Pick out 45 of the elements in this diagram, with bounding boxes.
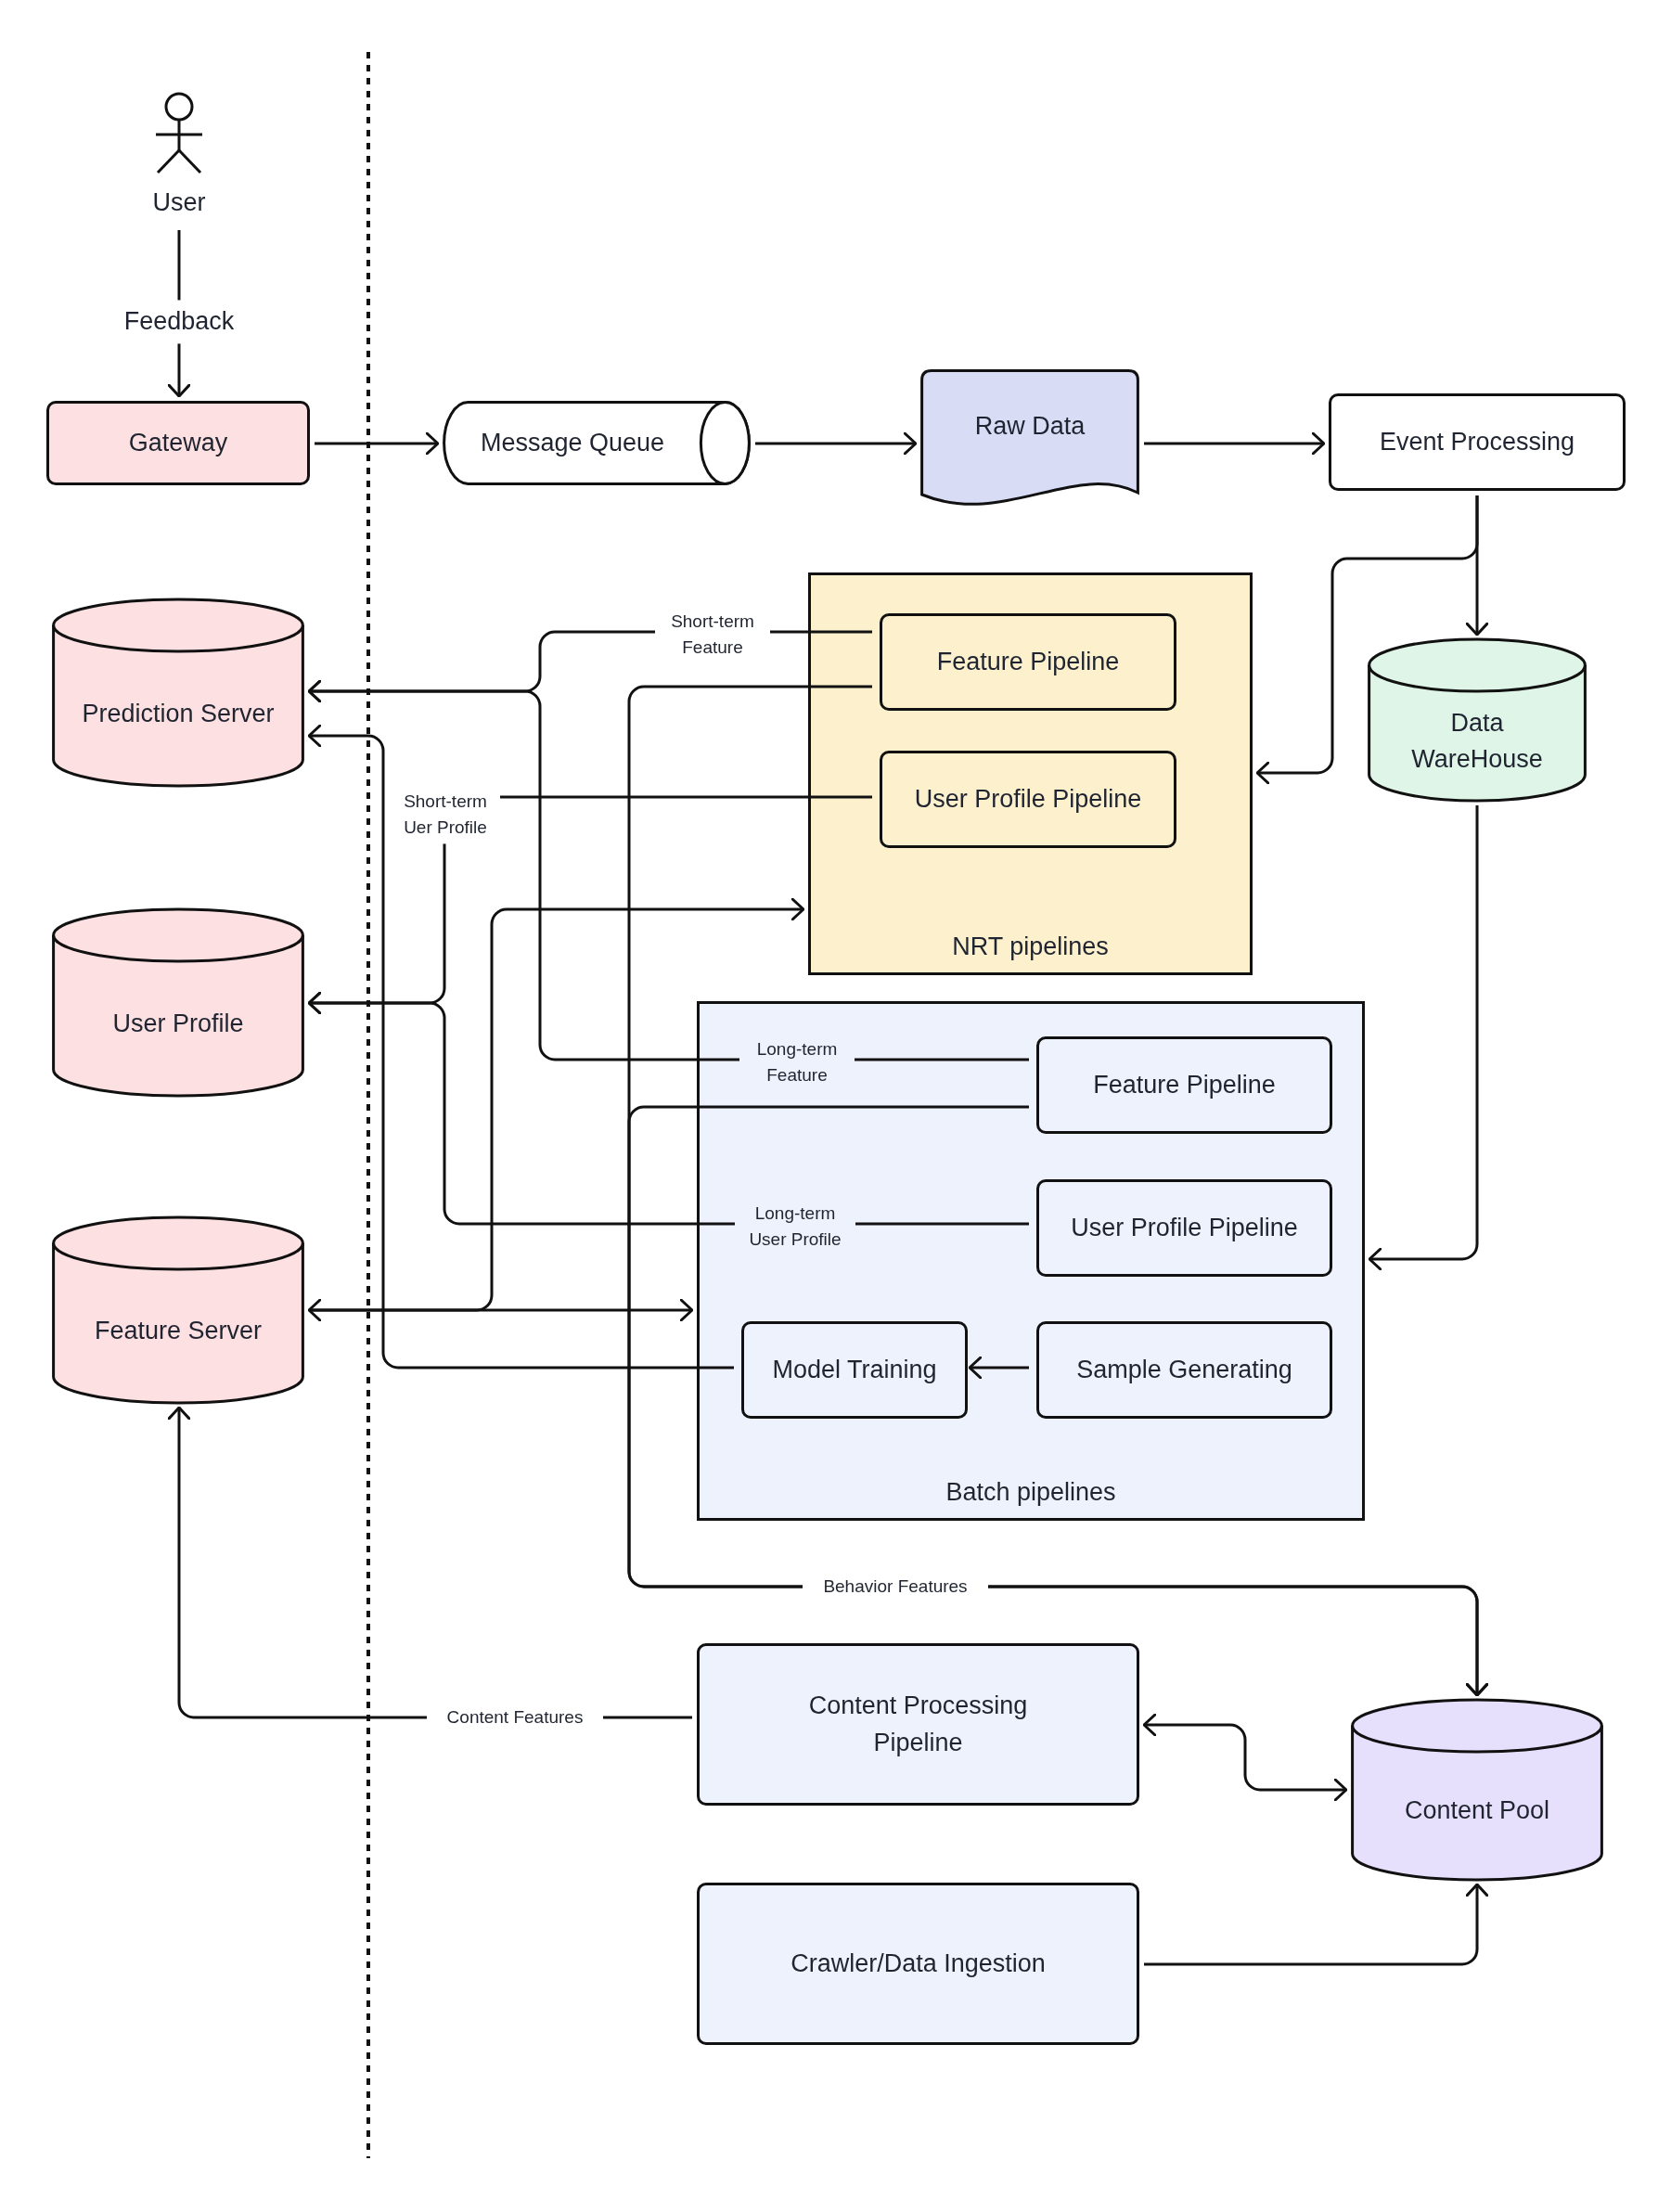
node-label: Sample Generating <box>1076 1354 1292 1385</box>
process-box <box>46 401 310 485</box>
arrow <box>309 897 805 1312</box>
node-label: Feature Pipeline <box>936 646 1120 677</box>
group-label: NRT pipelines <box>952 931 1109 962</box>
node-label: Message Queue <box>480 427 665 458</box>
arrow <box>968 1356 1029 1380</box>
node-label: User Profile Pipeline <box>1071 1212 1298 1243</box>
process-box <box>697 1883 1139 2045</box>
process-box <box>1329 393 1626 491</box>
node-label: Content Processing Pipeline <box>807 1691 1029 1758</box>
node-label: Crawler/Data Ingestion <box>791 1948 1046 1979</box>
arrow <box>307 1298 694 1322</box>
arrow <box>1144 1883 1489 1966</box>
node-label: Gateway <box>128 427 228 458</box>
node-label: User Profile Pipeline <box>914 783 1142 815</box>
node-label: Event Processing <box>1379 426 1575 457</box>
arrow <box>1255 495 1479 785</box>
arrow <box>1368 805 1479 1271</box>
process-box <box>880 751 1176 848</box>
node-label: User <box>152 186 206 218</box>
process-box <box>1036 1321 1332 1419</box>
pipeline-group <box>697 1001 1365 1521</box>
process-box <box>697 1643 1139 1806</box>
arrow <box>755 431 918 456</box>
arrow <box>307 679 1029 1061</box>
node-label: Feature Server <box>94 1316 263 1347</box>
arrow <box>1144 431 1326 456</box>
process-box <box>880 613 1176 711</box>
group-label: Batch pipelines <box>945 1476 1116 1508</box>
node-label: Data WareHouse <box>1410 707 1544 775</box>
node-label: User Profile <box>112 1008 244 1039</box>
node-label: Model Training <box>772 1354 937 1385</box>
arrow <box>307 724 734 1370</box>
pipeline-group <box>808 572 1253 975</box>
node-label: Feature Pipeline <box>1093 1069 1276 1100</box>
node-label: Raw Data <box>974 410 1086 442</box>
node-label: Content Pool <box>1404 1795 1550 1827</box>
arrow <box>1142 1713 1348 1802</box>
arrow <box>627 1105 1489 1697</box>
process-box <box>741 1321 968 1419</box>
arrow <box>315 431 440 456</box>
node-label: Prediction Server <box>82 698 275 729</box>
process-box <box>1036 1036 1332 1134</box>
process-box <box>1036 1179 1332 1277</box>
